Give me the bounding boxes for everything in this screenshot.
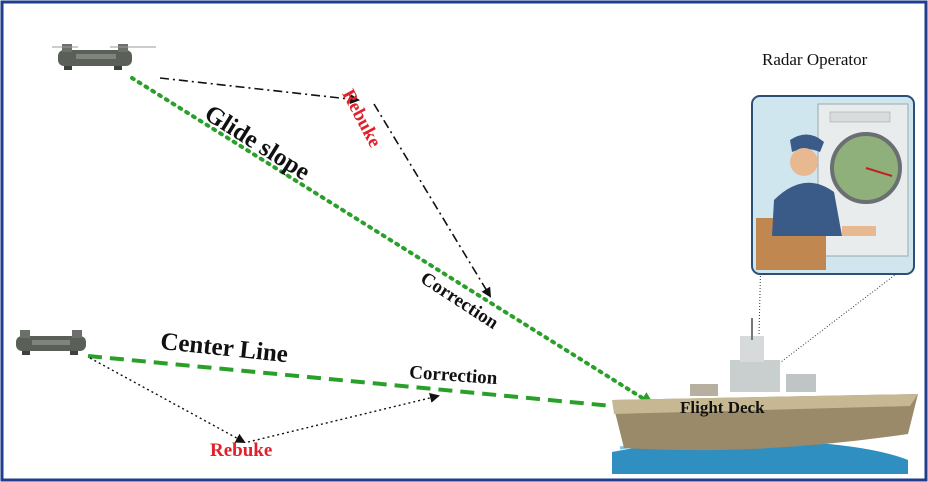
glide-slope-path <box>130 76 655 406</box>
radar-operator-icon <box>751 95 915 379</box>
helicopter-icon <box>16 330 86 355</box>
aircraft-carrier-icon <box>612 318 918 474</box>
helicopter-icon <box>52 44 156 70</box>
flight-deck-label: Flight Deck <box>680 398 765 417</box>
rebuke-label-bottom: Rebuke <box>210 440 273 461</box>
correction-path-bottom <box>247 393 440 443</box>
radar-operator-label: Radar Operator <box>762 50 868 69</box>
center-line-path <box>87 354 657 416</box>
rebuke-deviation-path-top <box>159 77 360 105</box>
rebuke-deviation-path-bottom <box>89 357 246 443</box>
